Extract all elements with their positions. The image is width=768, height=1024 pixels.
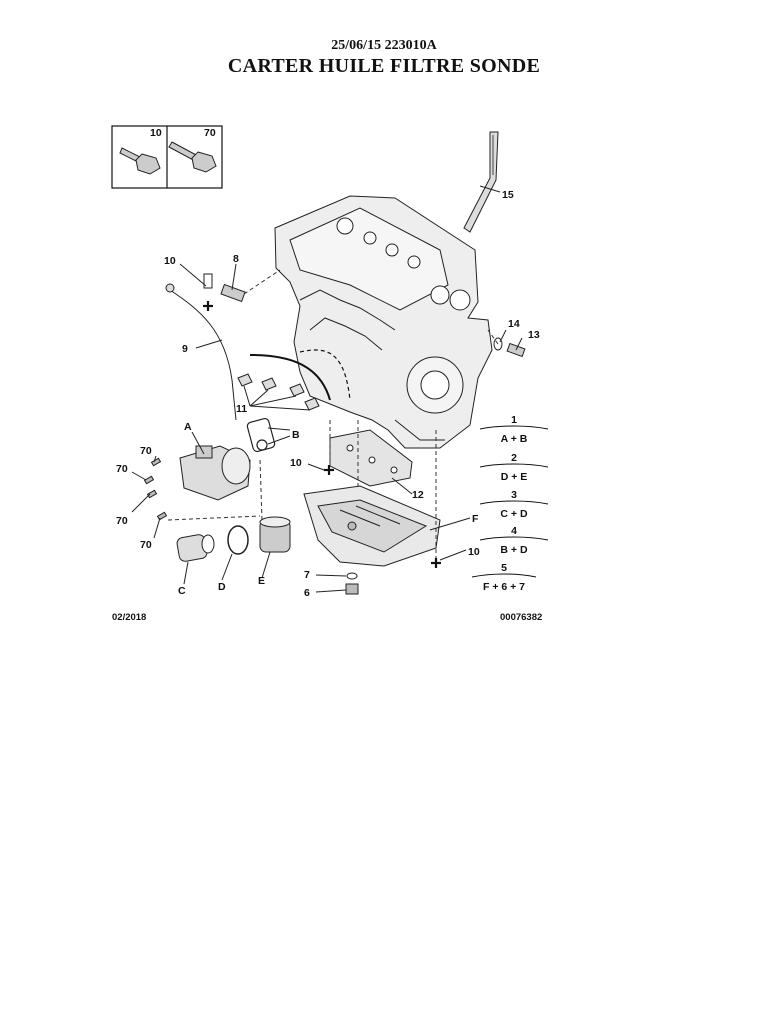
filter-cover-E — [259, 516, 291, 553]
callout-70-c: 70 — [116, 515, 128, 527]
callout-70-b: 70 — [116, 463, 128, 475]
callout-7: 7 — [304, 569, 310, 581]
callout-13: 13 — [528, 329, 540, 341]
kit-1: 1 A + B — [479, 414, 549, 445]
callout-10-bottom: 10 — [468, 546, 480, 558]
leader-lines — [131, 185, 523, 593]
cooling-pipes — [249, 349, 351, 401]
clips-11 — [237, 373, 320, 411]
kit-4: 4 B + D — [479, 525, 549, 556]
kit-5: 5 F + 6 + 7 — [471, 562, 537, 593]
drain-washer-7 — [346, 572, 358, 580]
dipstick-9 — [165, 283, 237, 421]
inset-label-70: 70 — [204, 127, 216, 139]
kit-number: 3 — [511, 489, 517, 501]
gaskets-B — [246, 417, 276, 453]
screw-70-icon — [168, 141, 217, 173]
oil-sump-F — [303, 485, 441, 567]
kit-parts: A + B — [501, 433, 528, 445]
oil-filter-housing-A — [179, 445, 251, 501]
engine-block — [274, 195, 493, 449]
callout-E: E — [258, 575, 265, 587]
kit-number: 5 — [501, 562, 507, 574]
kit-number: 1 — [511, 414, 517, 426]
kit-parts: B + D — [500, 544, 528, 556]
kit-number: 2 — [511, 452, 517, 464]
drain-plug-6 — [345, 583, 359, 595]
kit-parts: D + E — [501, 471, 528, 483]
callout-F: F — [472, 513, 479, 525]
kit-3: 3 C + D — [479, 489, 549, 520]
callout-9: 9 — [182, 343, 188, 355]
callout-70-a: 70 — [140, 445, 152, 457]
kit-parts: C + D — [500, 508, 528, 520]
kit-legend: 1 A + B 2 D + E 3 C + D 4 B + D 5 F + 6 … — [471, 414, 549, 593]
dipstick-tube-15 — [463, 131, 499, 233]
studs-70 — [143, 457, 168, 521]
cross-markers — [203, 301, 441, 568]
o-ring-D — [227, 525, 249, 555]
callout-14: 14 — [508, 318, 520, 330]
callout-6: 6 — [304, 587, 310, 599]
callout-10-top: 10 — [164, 255, 176, 267]
inset-label-10: 10 — [150, 127, 162, 139]
kit-parts: F + 6 + 7 — [483, 581, 525, 593]
reference-code: 25/06/15 223010A — [331, 38, 437, 53]
page-title: CARTER HUILE FILTRE SONDE — [227, 55, 541, 77]
callout-70-d: 70 — [140, 539, 152, 551]
callout-15: 15 — [502, 189, 514, 201]
callout-12: 12 — [412, 489, 424, 501]
callout-11: 11 — [236, 403, 247, 415]
callout-C: C — [178, 585, 186, 597]
callout-10-mid: 10 — [290, 457, 302, 469]
callout-8: 8 — [233, 253, 239, 265]
footer-diagram-code: 00076382 — [500, 612, 543, 623]
callout-B: B — [292, 429, 300, 441]
leader-dashed-lines — [167, 269, 499, 560]
footer-date: 02/2018 — [112, 612, 147, 623]
fastener-inset: 10 70 — [111, 125, 223, 189]
callout-D: D — [218, 581, 226, 593]
callout-labels: 15 10 8 9 14 13 11 A B 70 70 70 70 10 12… — [116, 189, 540, 599]
filter-cartridge-C — [176, 534, 215, 562]
oil-level-sensor-8 — [203, 273, 246, 303]
screw-10-icon — [119, 147, 161, 175]
kit-number: 4 — [511, 525, 517, 537]
kit-2: 2 D + E — [479, 452, 549, 483]
callout-A: A — [184, 421, 192, 433]
